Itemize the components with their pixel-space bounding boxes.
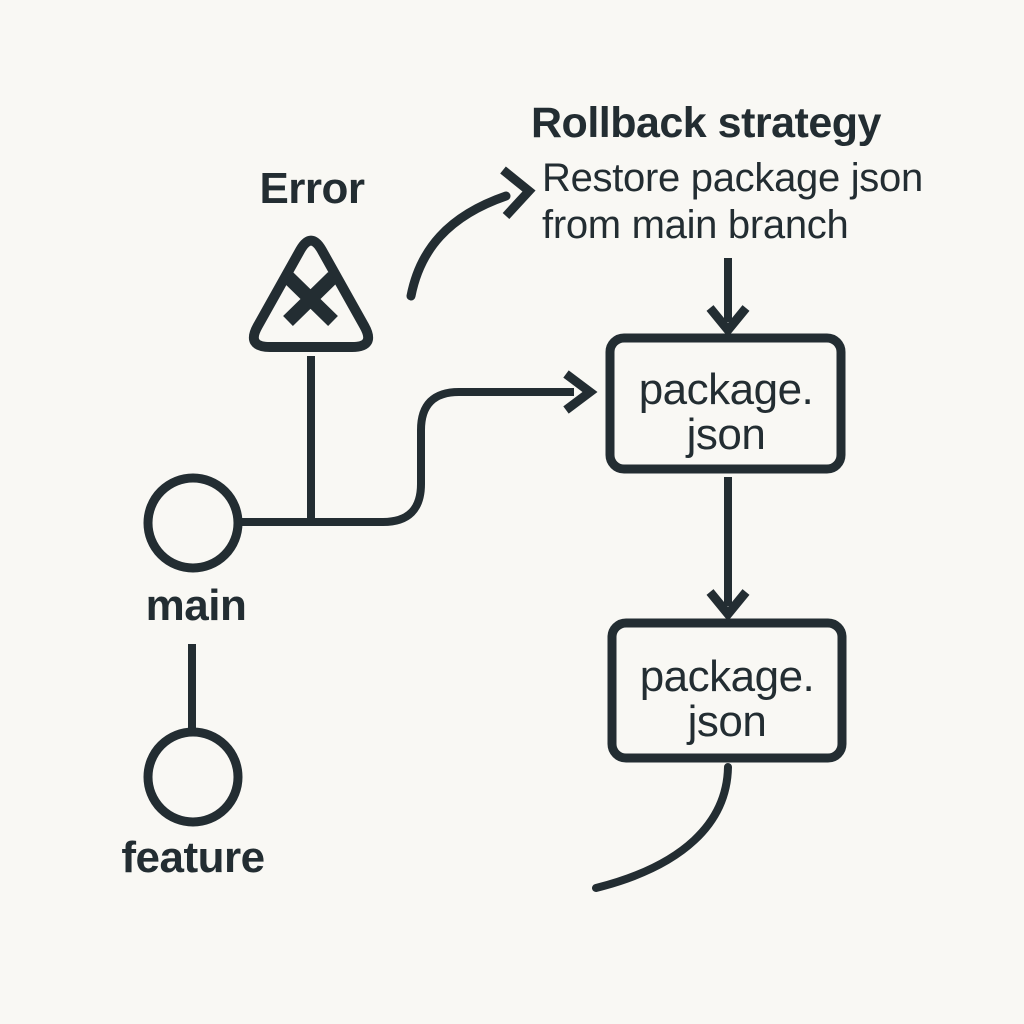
- error-label: Error: [259, 164, 364, 213]
- commit-node-icon-main: [143, 473, 243, 573]
- arrowhead-down-icon: [706, 589, 750, 622]
- error-to-note-arrow: [406, 166, 536, 301]
- box1-text-line2: json: [685, 410, 766, 459]
- package-json-box-1: [605, 333, 846, 474]
- box2-text-line1: package.: [640, 652, 815, 701]
- note-line-2: from main branch: [542, 203, 848, 247]
- triangle-outline: [248, 235, 374, 352]
- x-mark-icon: [283, 271, 338, 327]
- arrowhead-right-icon: [563, 370, 598, 414]
- diagram-title: Rollback strategy: [531, 99, 882, 147]
- branch-label-main: main: [146, 581, 247, 630]
- note-to-box1-arrow: [706, 258, 750, 338]
- commit-node-icon-feature: [143, 727, 243, 827]
- main-to-box-connector: [239, 370, 598, 526]
- note-line-1: Restore package json: [542, 156, 923, 200]
- box2-text-line2: json: [686, 697, 767, 746]
- package-json-box-2: [607, 618, 847, 763]
- box1-text-line1: package.: [639, 365, 814, 414]
- box2-tail-connector: [592, 763, 732, 892]
- warning-triangle-x-icon: [248, 235, 374, 352]
- box1-to-box2-arrow: [706, 477, 750, 622]
- arrowhead-right-icon: [500, 166, 536, 220]
- branch-label-feature: feature: [121, 833, 264, 882]
- arrowhead-down-icon: [706, 305, 750, 338]
